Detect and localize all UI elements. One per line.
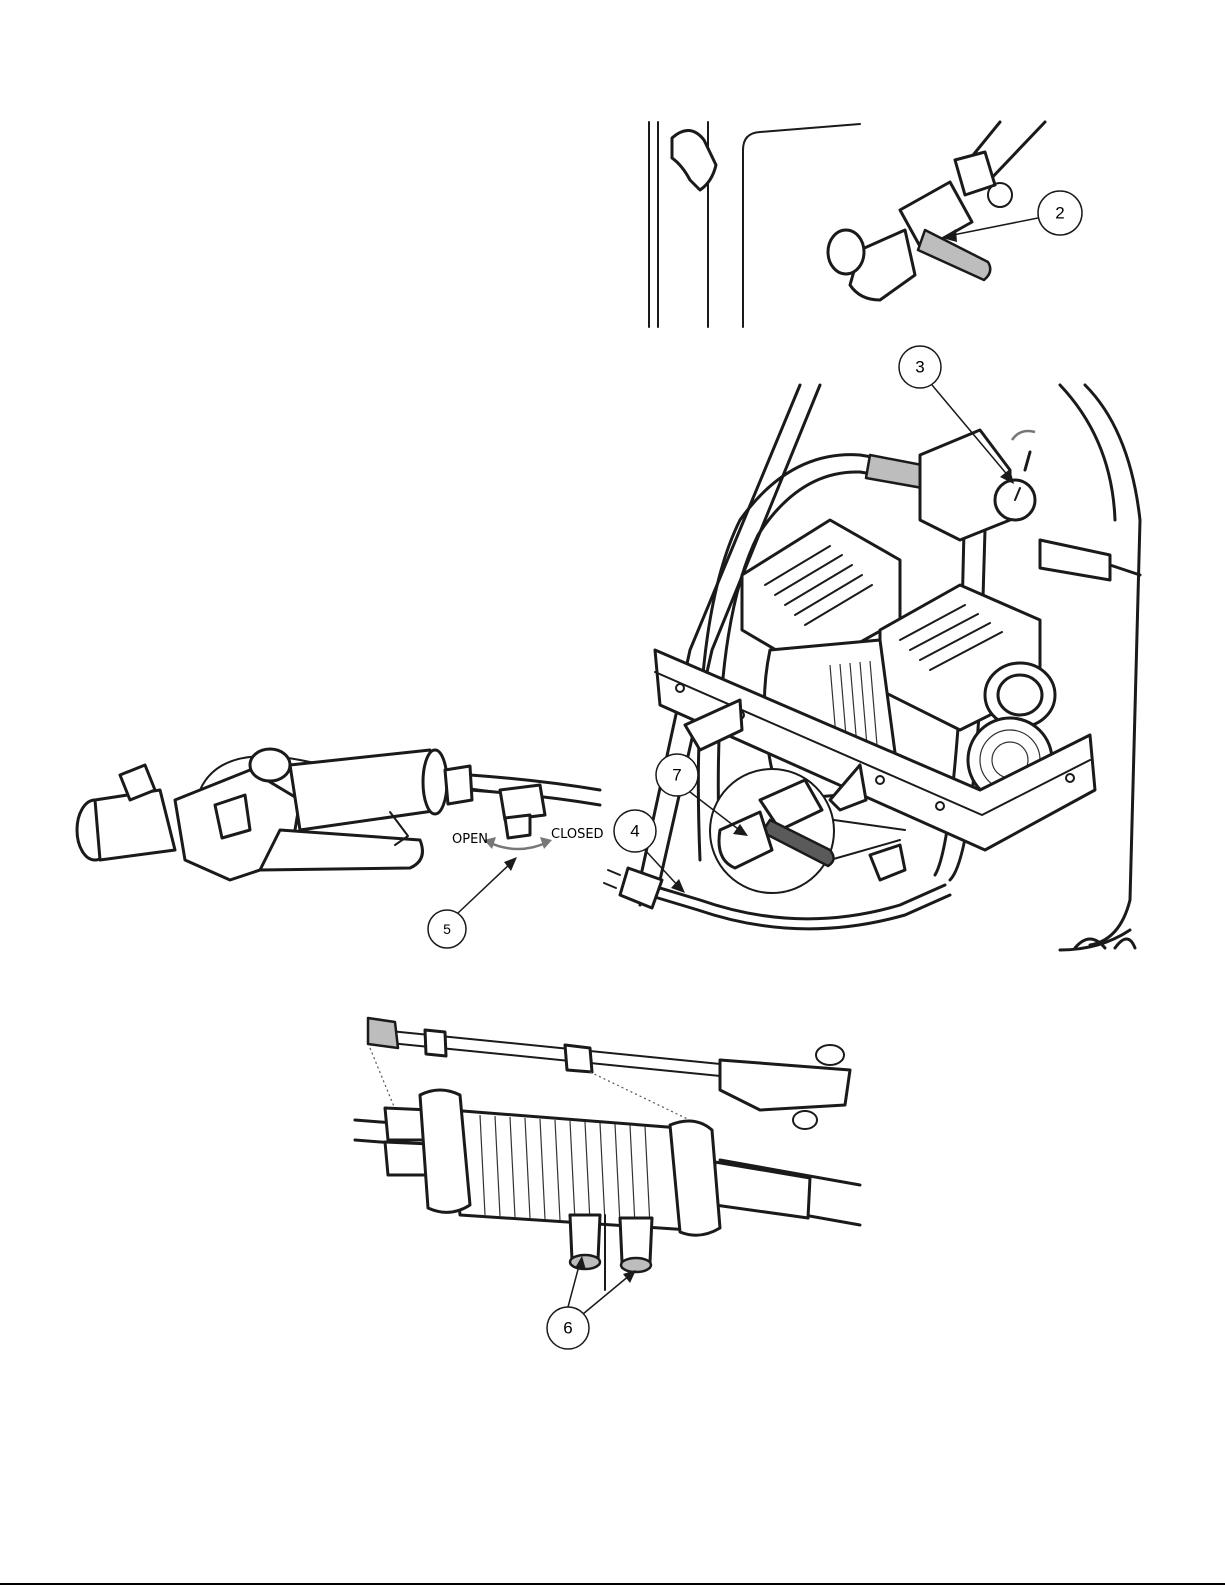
tank-port — [828, 230, 864, 274]
latch-icon — [672, 130, 716, 190]
bottom-connector-left — [570, 1215, 600, 1260]
callout-7-label: 7 — [672, 766, 681, 785]
figure-spray-gun: OPEN CLOSED — [77, 749, 604, 948]
quick-connect-right — [1040, 540, 1110, 580]
closed-label: CLOSED — [551, 827, 604, 842]
figure-compressor — [604, 346, 1140, 950]
figure-handle-assembly — [355, 1018, 860, 1349]
gun-trigger — [260, 830, 422, 870]
regulator-housing — [920, 430, 1010, 540]
callout-5-label: 5 — [443, 921, 451, 937]
gun-cylinder — [290, 750, 440, 830]
gun-top-plug — [250, 749, 290, 781]
callout-6-label: 6 — [563, 1319, 572, 1338]
callout-3-label: 3 — [915, 358, 924, 377]
rod-trigger-end — [720, 1060, 850, 1110]
power-plug-icon — [620, 868, 662, 908]
rod-spring-end — [368, 1018, 398, 1048]
handle-left-collar — [420, 1090, 470, 1212]
handle-right-collar — [670, 1121, 720, 1235]
air-valve-lever — [505, 815, 530, 838]
open-label: OPEN — [452, 832, 488, 847]
figure-tank-valve — [649, 122, 1082, 327]
callout-2-label: 2 — [1055, 204, 1064, 223]
callout-4-label: 4 — [630, 822, 639, 841]
bottom-connector-right — [620, 1218, 652, 1262]
